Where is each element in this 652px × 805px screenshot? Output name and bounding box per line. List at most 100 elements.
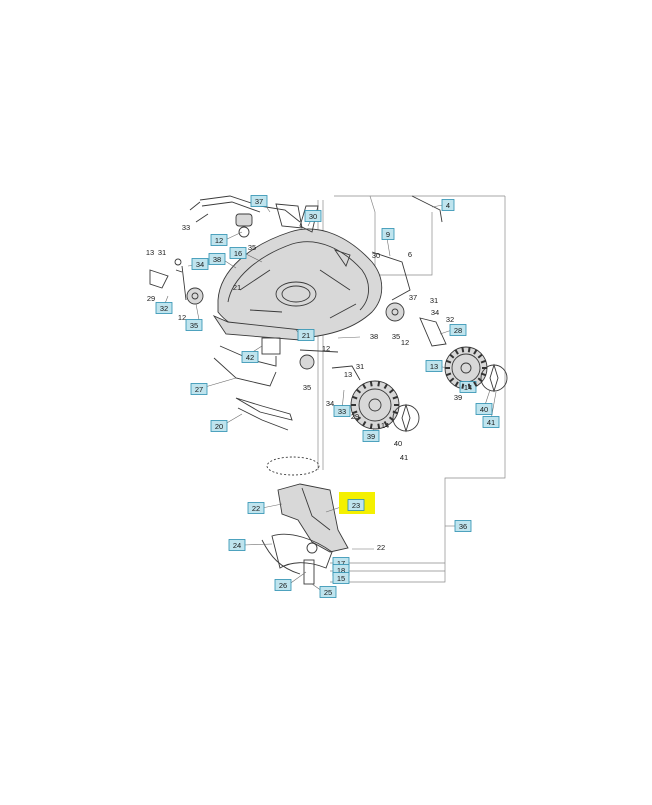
tread-lug [445,372,452,377]
callout-box-frame [155,302,173,314]
callout-box-frame [482,416,500,428]
tread-lug [352,410,358,415]
tread-lug [454,349,459,355]
callout-number: 38 [213,255,221,264]
callout-label-34: 34 [431,308,439,317]
tread-lug [461,383,465,389]
callout-label-12: 12 [178,313,186,322]
callout-box-33: 33 [333,405,351,417]
tread-lug [369,381,373,387]
tread-lug [449,353,455,359]
tread-lug [362,383,367,390]
callout-label-13: 13 [344,370,352,379]
callout-number: 42 [246,353,254,362]
front-axle-assembly [299,195,447,381]
boxed-callouts: 3730412169383432352142281327333914404120… [155,195,500,598]
callout-label-35: 35 [303,383,311,392]
tread-lug [467,347,471,353]
callout-box-21: 21 [297,329,315,341]
callout-box-frame [229,247,247,259]
tread-lug [454,381,459,387]
tread-lug [473,381,478,387]
callout-number: 24 [233,541,241,550]
callout-number: 25 [324,588,332,597]
callout-box-27: 27 [190,383,208,395]
callout-label-13: 13 [146,248,154,257]
callout-box-38: 38 [208,253,226,265]
callout-box-9: 9 [381,228,395,240]
callout-box-15: 15 [332,572,350,584]
rear-axle-assembly [189,195,303,238]
callout-box-23: 23 [347,499,365,511]
callout-number: 22 [252,504,260,513]
callout-number: 37 [255,197,263,206]
callout-number: 15 [337,574,345,583]
tread-lug [473,349,478,355]
callout-box-frame [247,502,265,514]
tread-lug [377,423,381,429]
tread-lug [392,410,398,415]
callout-box-14: 14 [459,381,477,393]
callout-number: 21 [302,331,310,340]
callout-number: 14 [464,383,472,392]
callout-label-31: 31 [430,296,438,305]
callout-label-21: 21 [233,283,241,292]
wheel-tread [351,381,399,429]
callout-number: 4 [446,201,450,210]
callout-box-frame [425,360,443,372]
callout-box-30: 30 [304,210,322,222]
height-adjuster-left [149,258,204,305]
callout-number: 18 [337,566,345,575]
hubcap-right [480,363,508,393]
callout-box-20: 20 [210,420,228,432]
callout-box-frame [274,579,292,591]
callout-box-frame [228,539,246,551]
callout-box-40: 40 [475,403,493,415]
callout-label-29: 29 [351,412,359,421]
callout-box-frame [454,520,472,532]
tread-lug [388,416,395,422]
callout-number: 39 [367,432,375,441]
tread-lug [355,416,362,422]
callout-number: 41 [487,418,495,427]
callout-box-frame [304,210,322,222]
callout-box-24: 24 [228,539,246,551]
callout-number: 40 [480,405,488,414]
callout-label-35: 35 [248,243,256,252]
callout-number: 36 [459,522,467,531]
callout-label-37: 37 [409,293,417,302]
callout-box-frame [332,572,350,584]
callout-box-frame [210,420,228,432]
callout-number: 35 [190,321,198,330]
callout-box-12: 12 [210,234,228,246]
tread-lug [392,395,398,400]
callout-number: 23 [352,501,360,510]
callout-box-frame [250,195,268,207]
callout-box-frame [381,228,395,240]
callout-number: 26 [279,581,287,590]
callout-box-4: 4 [441,199,455,211]
tread-lug [480,359,487,364]
tread-lug [467,383,471,389]
callout-label-30: 30 [372,251,380,260]
callout-box-41: 41 [482,416,500,428]
tread-lug [355,388,362,394]
callout-label-12: 12 [322,344,330,353]
callout-label-34: 34 [326,399,334,408]
callout-box-frame [185,319,203,331]
callout-label-29: 29 [147,294,155,303]
wheel-tread [445,347,487,389]
callout-box-13: 13 [425,360,443,372]
mower-deck [212,205,383,341]
tread-lug [352,395,358,400]
tread-lug [445,359,452,364]
callout-number: 34 [196,260,204,269]
callout-label-31: 31 [158,248,166,257]
callout-box-frame [475,403,493,415]
handle-brackets [213,337,293,431]
callout-number: 33 [338,407,346,416]
callout-box-frame [190,383,208,395]
callout-label-12: 12 [401,338,409,347]
wheel-front-left [350,380,400,430]
